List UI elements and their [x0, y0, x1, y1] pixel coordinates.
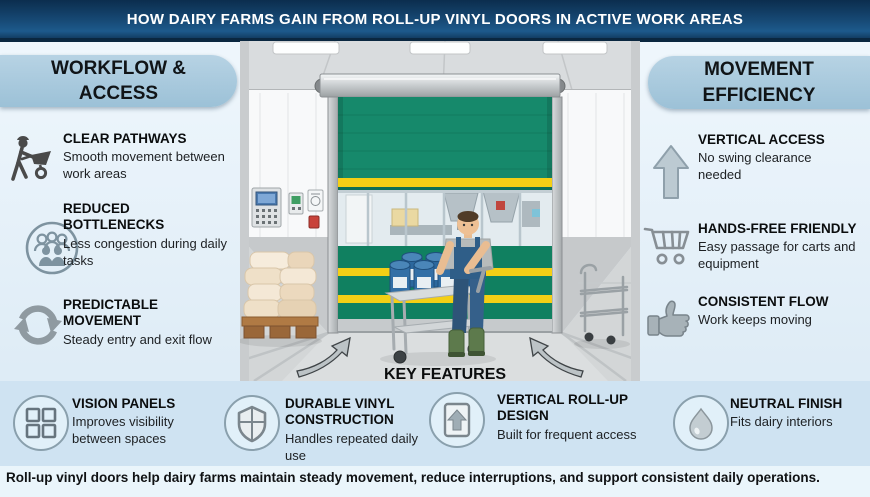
summary-caption-bar: Roll-up vinyl doors help dairy farms mai…: [0, 466, 870, 497]
people-group-icon: [24, 220, 80, 281]
worker-figure: [436, 211, 494, 357]
flow-arrow-left: [296, 336, 351, 378]
item-heading: VERTICAL ACCESS: [698, 132, 825, 147]
feature-body: Improves visibility between spaces: [72, 414, 174, 447]
item-body: Less congestion during daily tasks: [63, 235, 228, 268]
item-body: Steady entry and exit flow: [63, 331, 212, 347]
movement-efficiency-title-line2: EFFICIENCY: [702, 84, 816, 106]
thumbs-up-icon: [646, 296, 694, 345]
feature-heading: NEUTRAL FINISH: [730, 396, 843, 411]
worker-wheelbarrow-icon: [8, 136, 56, 189]
flow-arrow-right: [529, 336, 584, 378]
workflow-access-title-line2: ACCESS: [78, 83, 159, 104]
movement-efficiency-title-line1: MOVEMENT: [704, 59, 814, 81]
item-heading: CONSISTENT FLOW: [698, 294, 829, 309]
left-item-reduced-bottlenecks: REDUCED BOTTLENECKS Less congestion duri…: [63, 201, 231, 270]
workflow-access-title-line1: WORKFLOW &: [50, 57, 187, 79]
feature-vertical-rollup: VERTICAL ROLL-UP DESIGN Built for freque…: [497, 392, 637, 444]
shield-icon: [224, 395, 280, 451]
right-item-vertical-access: VERTICAL ACCESS No swing clearance neede…: [698, 132, 858, 184]
item-heading: REDUCED BOTTLENECKS: [63, 201, 165, 233]
item-heading: HANDS-FREE FRIENDLY: [698, 221, 857, 236]
summary-caption: Roll-up vinyl doors help dairy farms mai…: [6, 470, 820, 485]
key-features-title: KEY FEATURES: [383, 366, 507, 383]
feature-heading: VERTICAL ROLL-UP DESIGN: [497, 392, 628, 424]
item-heading: PREDICTABLE MOVEMENT: [63, 297, 159, 329]
feature-heading: VISION PANELS: [72, 396, 176, 411]
curtain-yellow-stripe: [338, 178, 552, 187]
item-heading: CLEAR PATHWAYS: [63, 131, 187, 146]
right-item-hands-free: HANDS-FREE FRIENDLY Easy passage for car…: [698, 221, 868, 273]
scene-illustration: [238, 40, 641, 383]
vinyl-curtain: [338, 97, 552, 189]
item-body: Work keeps moving: [698, 312, 812, 328]
door-control-panel: [251, 187, 324, 229]
roll-up-arrow-icon: [429, 392, 485, 448]
feature-vision-panels: VISION PANELS Improves visibility betwee…: [72, 396, 200, 448]
feature-body: Handles repeated daily use: [285, 430, 418, 463]
vision-panels-icon: [13, 395, 69, 451]
cart-icon: [642, 222, 696, 275]
workflow-access-header: WORKFLOW & ACCESS: [0, 55, 237, 107]
milk-cart-and-worker: [380, 211, 496, 366]
left-corner-column: [240, 41, 249, 381]
up-arrow-icon: [653, 144, 689, 205]
droplet-icon: [673, 395, 729, 451]
feature-body: Fits dairy interiors: [730, 414, 833, 430]
right-corner-column: [631, 41, 640, 381]
title-banner: HOW DAIRY FARMS GAIN FROM ROLL-UP VINYL …: [0, 0, 870, 42]
feature-heading: DURABLE VINYL CONSTRUCTION: [285, 396, 395, 428]
feature-durable-vinyl: DURABLE VINYL CONSTRUCTION Handles repea…: [285, 396, 433, 464]
pallet-sacks: [238, 251, 322, 347]
feature-neutral-finish: NEUTRAL FINISH Fits dairy interiors: [730, 396, 860, 431]
item-body: No swing clearance needed: [698, 150, 812, 183]
movement-efficiency-header: MOVEMENT EFFICIENCY: [648, 56, 870, 109]
utility-cart: [574, 263, 630, 349]
rollup-door: [314, 73, 566, 334]
left-item-predictable-movement: PREDICTABLE MOVEMENT Steady entry and ex…: [63, 297, 238, 349]
cycle-arrows-icon: [12, 299, 64, 356]
feature-body: Built for frequent access: [497, 426, 637, 442]
item-body: Easy passage for carts and equipment: [698, 239, 856, 272]
page-title: HOW DAIRY FARMS GAIN FROM ROLL-UP VINYL …: [126, 10, 744, 28]
left-item-clear-pathways: CLEAR PATHWAYS Smooth movement between w…: [63, 131, 225, 183]
right-item-consistent-flow: CONSISTENT FLOW Work keeps moving: [698, 294, 860, 329]
item-body: Smooth movement between work areas: [63, 149, 225, 182]
